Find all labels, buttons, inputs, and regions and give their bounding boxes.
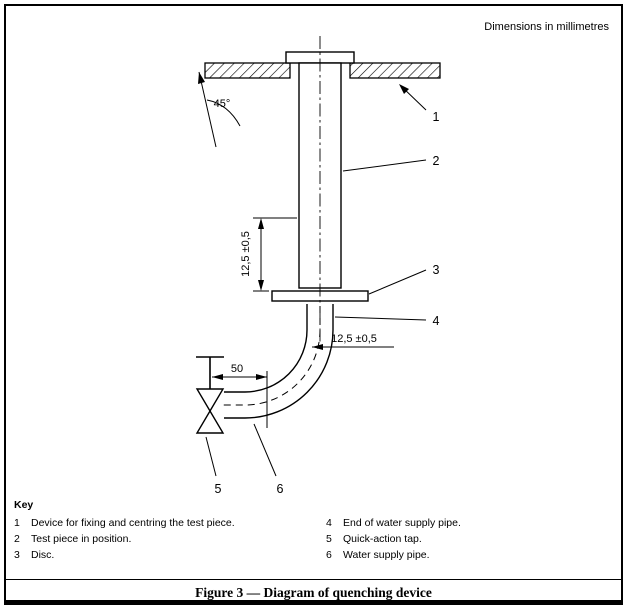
dim-arrow-down: [258, 280, 264, 291]
water-pipe-inner-edge: [224, 304, 308, 393]
tap-valve-lower-triangle: [195, 409, 225, 434]
key-item-label: End of water supply pipe.: [343, 517, 461, 529]
key-item-4: 4 End of water supply pipe.: [326, 515, 613, 531]
dim-arrow-up: [258, 218, 264, 229]
angle-arc: [206, 99, 241, 127]
angle-label: 45°: [214, 98, 231, 110]
water-pipe-centerline: [221, 306, 321, 406]
tap-valve-upper-triangle: [195, 388, 225, 413]
key-item-label: Quick-action tap.: [343, 533, 422, 545]
key-item-number: 6: [326, 549, 332, 561]
dim-label-vertical: 12,5 ±0,5: [240, 231, 252, 277]
key-item-label: Device for fixing and centring the test …: [31, 517, 235, 529]
mounting-plate-left: [204, 62, 291, 79]
key-item-label: Water supply pipe.: [343, 549, 430, 561]
key-item-number: 2: [14, 533, 20, 545]
dimensions-note: Dimensions in millimetres: [484, 21, 609, 33]
dim50-arrow-right: [256, 374, 267, 380]
key-list: 1 Device for fixing and centring the test…: [14, 515, 613, 563]
callout-6: 6: [277, 482, 284, 496]
callout-5: 5: [215, 482, 222, 496]
key-section: Key 1 Device for fixing and centring the …: [14, 497, 613, 563]
leader-1-arrowhead: [399, 84, 409, 94]
callout-3: 3: [433, 263, 440, 277]
dim-label-pipe-end: 12,5 ±0,5: [331, 333, 377, 345]
key-item-6: 6 Water supply pipe.: [326, 547, 613, 563]
leader-4: [334, 316, 427, 321]
key-item-label: Disc.: [31, 549, 55, 561]
leader-2: [342, 159, 427, 172]
key-item-2: 2 Test piece in position.: [14, 531, 326, 547]
key-item-number: 1: [14, 517, 20, 529]
water-pipe-outer-edge: [224, 304, 334, 419]
mounting-plate-right: [349, 62, 441, 79]
leader-6: [253, 423, 277, 477]
key-item-3: 3 Disc.: [14, 547, 326, 563]
callout-1: 1: [433, 110, 440, 124]
dim50-arrow-left: [212, 374, 223, 380]
key-item-number: 4: [326, 517, 332, 529]
key-title: Key: [14, 499, 34, 511]
key-item-label: Test piece in position.: [31, 533, 132, 545]
dim-arrow-left: [312, 344, 323, 350]
angle-reference-line: [198, 71, 217, 148]
leader-3: [368, 269, 427, 295]
key-item-1: 1 Device for fixing and centring the test…: [14, 515, 326, 531]
callout-4: 4: [433, 314, 440, 328]
key-item-5: 5 Quick-action tap.: [326, 531, 613, 547]
callout-2: 2: [433, 154, 440, 168]
dim50-label: 50: [231, 363, 243, 375]
angle-arrowhead: [198, 72, 205, 84]
leader-5: [205, 436, 217, 477]
key-item-number: 3: [14, 549, 20, 561]
key-item-number: 5: [326, 533, 332, 545]
figure-caption: Figure 3 — Diagram of quenching device: [195, 585, 432, 600]
caption-divider: [4, 579, 623, 580]
